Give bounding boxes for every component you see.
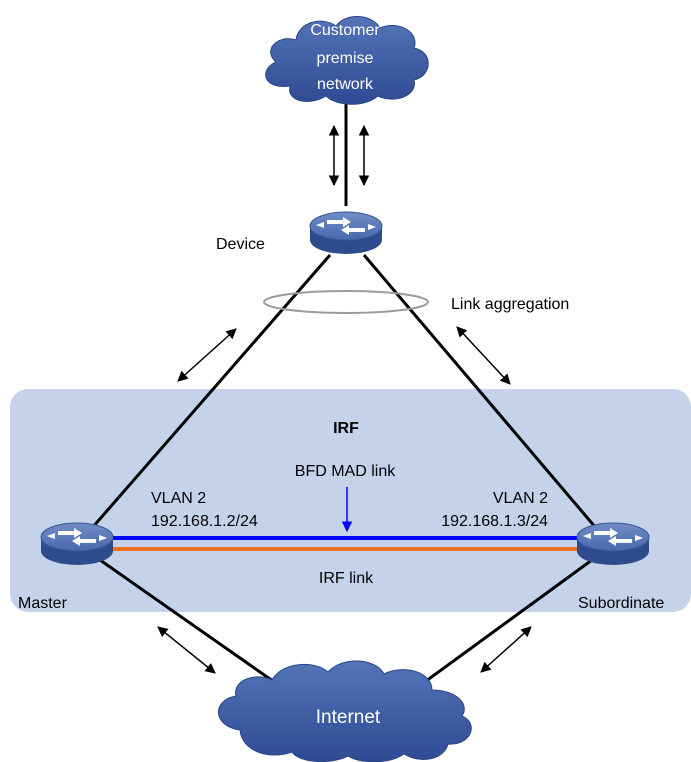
master-label: Master [18,595,68,612]
subordinate-ip-label: 192.168.1.3/24 [441,513,548,530]
irf-region [10,389,691,612]
device-master-link [90,254,332,529]
master-router-icon [40,522,114,566]
aggregation-arrow-right [456,326,511,385]
subordinate-router-icon [576,522,650,566]
internet-cloud-icon [218,660,472,762]
link-aggregation-label: Link aggregation [451,296,569,313]
irf-link-label: IRF link [319,570,374,587]
internet-arrow-left [157,626,216,674]
customer-cloud-line-3: network [317,76,374,93]
irf-title: IRF [333,420,359,437]
bfd-mad-link-label: BFD MAD link [295,463,396,480]
master-ip-label: 192.168.1.2/24 [151,513,258,530]
master-vlan-label: VLAN 2 [151,490,206,507]
aggregation-arrow-left [177,328,237,382]
internet-cloud-label: Internet [316,707,381,728]
device-router-icon [309,211,383,255]
subordinate-label: Subordinate [578,595,664,612]
customer-cloud-icon [265,16,429,105]
device-subordinate-link [362,254,598,529]
subordinate-vlan-label: VLAN 2 [493,490,548,507]
link-aggregation-ring [263,290,429,314]
customer-cloud-line-1: Customer [310,22,380,39]
internet-arrow-right [480,626,532,673]
customer-cloud-line-2: premise [317,50,374,67]
device-label: Device [216,236,265,253]
